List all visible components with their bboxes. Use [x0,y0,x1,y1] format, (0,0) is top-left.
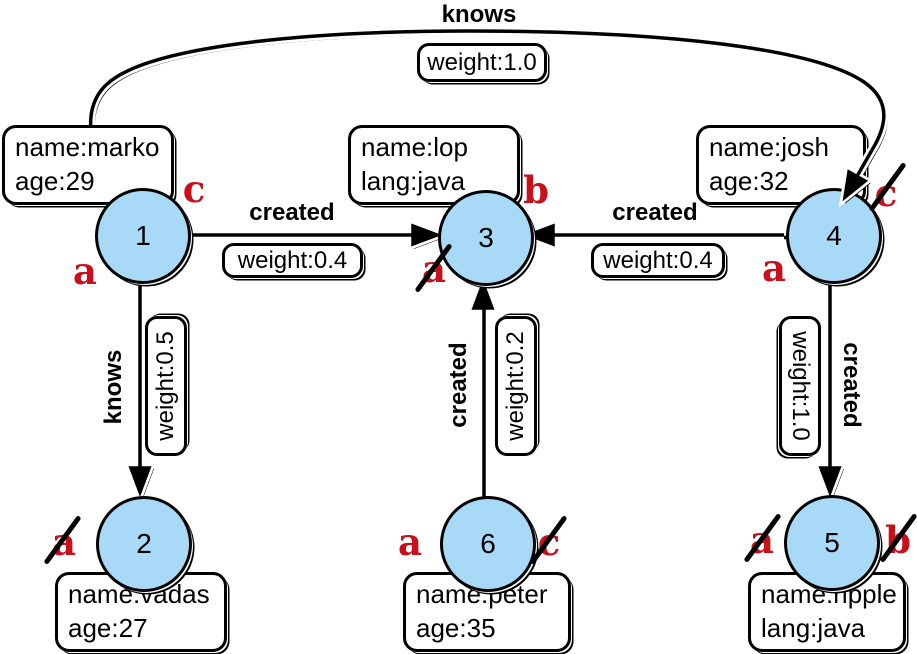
vertex-id: 5 [824,527,840,558]
property-line: name:lop [361,132,468,162]
edge-label-created-4-3: created [612,199,698,226]
weight-box-created-4-3: weight:0.4 [591,243,725,278]
vertex-node-4: 4 [786,188,882,284]
vertex-id: 2 [136,528,152,559]
weight-box-knows-1-4: weight:1.0 [417,43,547,82]
annotation-letter-a-node6: a [398,520,422,564]
property-line: name:josh [709,132,829,162]
vertex-node-3: 3 [438,190,534,286]
vertex-node-1: 1 [95,188,191,284]
property-line: age:29 [15,166,95,196]
property-line: age:35 [416,613,496,643]
property-box-josh: name:josh age:32 [696,125,866,205]
annotation-letter-b-node3: b [523,168,549,212]
vertex-node-5: 5 [784,495,880,591]
vertex-id: 6 [480,528,496,559]
edge-label-knows-top: knows [441,1,517,28]
vertex-id: 3 [478,222,494,253]
vertex-id: 4 [826,220,842,251]
vertex-node-6: 6 [440,496,536,592]
edge-label-created-1-3: created [249,199,335,226]
property-line: age:32 [709,166,789,196]
property-line: lang:java [361,166,466,196]
annotation-letter-c-node1: c [182,167,206,211]
vertex-node-2: 2 [96,496,192,592]
annotation-letter-a-node1: a [73,249,97,293]
property-box-marko: name:marko age:29 [2,125,174,205]
property-line: name:marko [15,132,160,162]
annotation-letter-a-node4: a [762,246,786,290]
property-line: lang:java [761,613,866,643]
property-line: age:27 [68,613,148,643]
weight-box-created-1-3: weight:0.4 [222,243,363,278]
property-box-ripple: name:ripple lang:java [748,572,906,652]
vertex-id: 1 [135,220,151,251]
